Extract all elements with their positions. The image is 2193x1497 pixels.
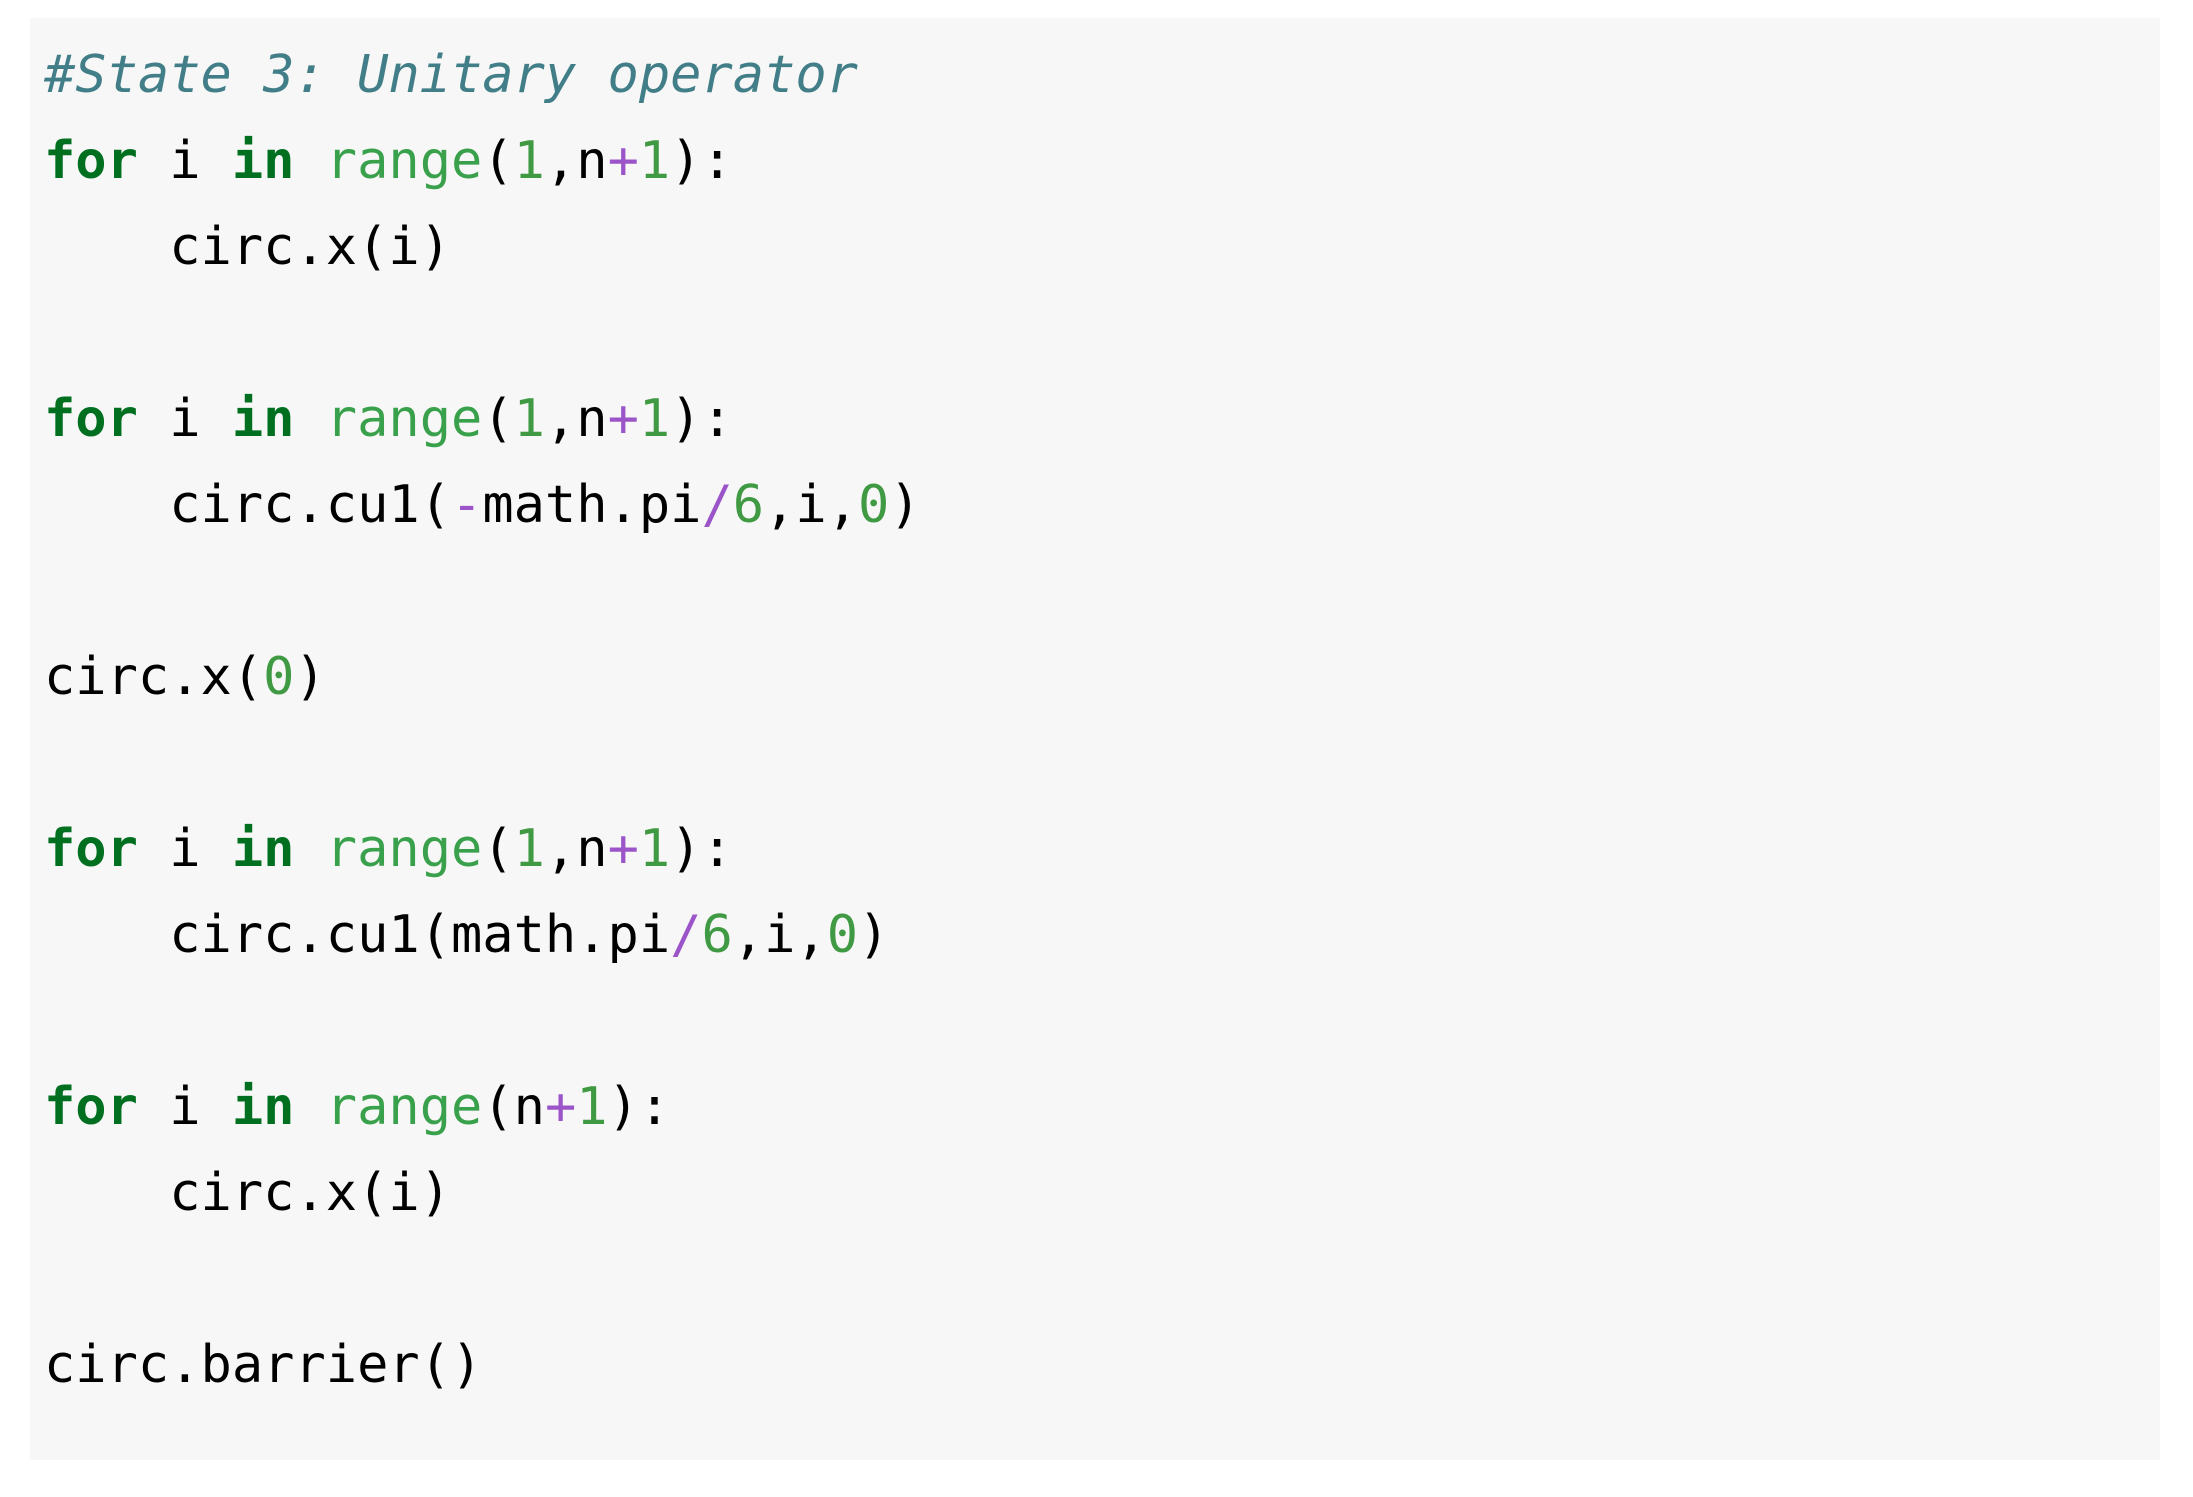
code-line: circ.cu1(-math.pi/6,i,0) bbox=[44, 462, 2160, 548]
code-line bbox=[44, 978, 2160, 1064]
code-token-number: 1 bbox=[513, 389, 545, 449]
code-token-comment: #State 3: Unitary operator bbox=[44, 45, 858, 105]
code-token-name bbox=[294, 131, 325, 191]
code-token-number: 1 bbox=[638, 389, 671, 449]
code-token-punct: , bbox=[826, 475, 859, 535]
code-token-name: i bbox=[764, 905, 796, 965]
code-token-name bbox=[201, 1077, 232, 1137]
code-token-keyword: in bbox=[231, 1077, 295, 1137]
code-token-punct: , bbox=[544, 389, 577, 449]
code-token-keyword: in bbox=[231, 131, 295, 191]
code-token-keyword: in bbox=[231, 389, 295, 449]
code-token-name: circ.cu1(math.pi bbox=[44, 905, 671, 965]
code-token-keyword: for bbox=[44, 1077, 138, 1137]
code-token-name: n bbox=[576, 389, 608, 449]
code-token-name: circ.cu1( bbox=[44, 475, 451, 535]
code-token-builtin: range bbox=[325, 1077, 483, 1137]
code-token-name: circ.x(i) bbox=[44, 1163, 451, 1223]
code-token-name: circ.barrier() bbox=[44, 1335, 483, 1395]
code-token-punct: ) bbox=[889, 475, 921, 535]
code-token-number: 6 bbox=[701, 905, 733, 965]
code-line bbox=[44, 720, 2160, 806]
code-token-keyword: for bbox=[44, 131, 138, 191]
code-token-name bbox=[138, 819, 169, 879]
code-line: #State 3: Unitary operator bbox=[44, 32, 2160, 118]
code-token-number: 1 bbox=[576, 1077, 608, 1137]
code-token-punct: ( bbox=[482, 819, 514, 879]
code-line: for i in range(1,n+1): bbox=[44, 376, 2160, 462]
code-line: for i in range(1,n+1): bbox=[44, 118, 2160, 204]
code-token-punct: , bbox=[544, 131, 577, 191]
code-token-operator: + bbox=[607, 389, 639, 449]
code-token-operator: + bbox=[607, 819, 639, 879]
code-token-punct: ): bbox=[670, 389, 733, 449]
code-token-name bbox=[201, 389, 232, 449]
code-token-name: i bbox=[169, 131, 201, 191]
code-line: circ.x(0) bbox=[44, 634, 2160, 720]
code-token-keyword: for bbox=[44, 819, 138, 879]
code-token-punct: , bbox=[732, 905, 765, 965]
code-token-name bbox=[294, 1077, 325, 1137]
code-token-number: 1 bbox=[513, 819, 545, 879]
code-token-name: circ.x( bbox=[44, 647, 264, 707]
code-token-punct: , bbox=[764, 475, 796, 535]
code-token-name bbox=[201, 131, 232, 191]
code-token-number: 0 bbox=[858, 475, 890, 535]
code-token-operator: - bbox=[451, 475, 483, 535]
code-line: circ.x(i) bbox=[44, 204, 2160, 290]
code-token-name: math.pi bbox=[482, 475, 702, 535]
code-token-builtin: range bbox=[325, 131, 483, 191]
code-token-name: i bbox=[169, 1077, 201, 1137]
code-token-operator: + bbox=[544, 1077, 577, 1137]
code-token-number: 1 bbox=[638, 819, 671, 879]
code-token-number: 1 bbox=[513, 131, 545, 191]
code-token-name: i bbox=[795, 475, 827, 535]
code-token-name bbox=[294, 819, 325, 879]
code-line bbox=[44, 1236, 2160, 1322]
code-token-number: 6 bbox=[732, 475, 765, 535]
code-token-name: i bbox=[169, 819, 201, 879]
code-token-number: 0 bbox=[826, 905, 859, 965]
code-token-punct: ): bbox=[670, 819, 733, 879]
code-token-operator: / bbox=[670, 905, 702, 965]
code-token-name: n bbox=[576, 131, 608, 191]
code-token-builtin: range bbox=[325, 819, 483, 879]
code-token-name bbox=[201, 819, 232, 879]
code-token-name bbox=[138, 1077, 169, 1137]
code-token-name: i bbox=[169, 389, 201, 449]
code-token-keyword: for bbox=[44, 389, 138, 449]
code-line bbox=[44, 290, 2160, 376]
code-token-punct: ( bbox=[482, 131, 514, 191]
code-token-punct: , bbox=[544, 819, 577, 879]
code-token-keyword: in bbox=[231, 819, 295, 879]
code-line: for i in range(1,n+1): bbox=[44, 806, 2160, 892]
code-token-name: circ.x(i) bbox=[44, 217, 451, 277]
code-token-name bbox=[138, 131, 169, 191]
code-line: for i in range(n+1): bbox=[44, 1064, 2160, 1150]
code-token-number: 1 bbox=[638, 131, 671, 191]
code-line: circ.cu1(math.pi/6,i,0) bbox=[44, 892, 2160, 978]
code-token-punct: ) bbox=[294, 647, 326, 707]
code-token-number: 0 bbox=[263, 647, 295, 707]
code-token-builtin: range bbox=[325, 389, 483, 449]
code-token-operator: / bbox=[701, 475, 733, 535]
code-line: circ.x(i) bbox=[44, 1150, 2160, 1236]
code-token-name bbox=[138, 389, 169, 449]
code-token-punct: , bbox=[795, 905, 827, 965]
code-token-punct: ): bbox=[607, 1077, 671, 1137]
code-token-punct: ( bbox=[482, 389, 514, 449]
code-token-punct: ): bbox=[670, 131, 733, 191]
code-line bbox=[44, 548, 2160, 634]
code-token-name bbox=[294, 389, 325, 449]
code-token-name: n bbox=[513, 1077, 545, 1137]
code-token-operator: + bbox=[607, 131, 639, 191]
code-line: circ.barrier() bbox=[44, 1322, 2160, 1408]
code-token-punct: ) bbox=[858, 905, 890, 965]
code-token-punct: ( bbox=[482, 1077, 514, 1137]
code-token-name: n bbox=[576, 819, 608, 879]
